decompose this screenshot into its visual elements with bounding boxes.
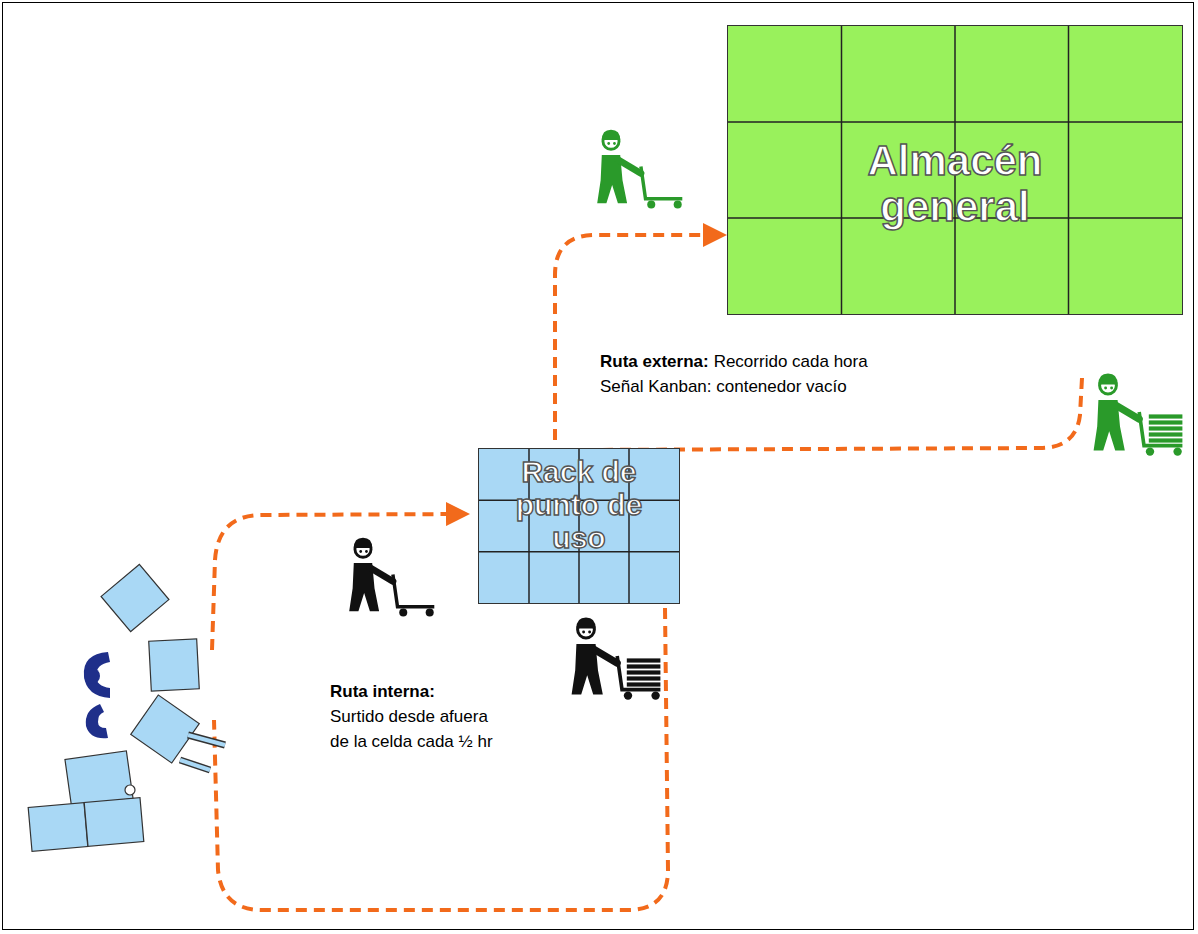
machine-cell — [28, 564, 225, 851]
warehouse-box: Almacén general — [727, 25, 1183, 315]
route-line — [212, 514, 458, 650]
worker-icon — [349, 538, 434, 617]
route-note: Recorrido cada hora — [714, 350, 868, 375]
worker-icon — [572, 618, 661, 700]
node-title: Rack de punto de uso — [504, 449, 654, 554]
worker-icon — [597, 130, 682, 209]
route-connector — [555, 235, 715, 440]
route-note: Ruta interna: — [330, 680, 435, 705]
robot-symbol — [84, 652, 110, 738]
route-note: Surtido desde afuera de la celda cada ½ … — [330, 705, 505, 754]
worker-icon — [1094, 374, 1183, 456]
rack-box: Rack de punto de uso — [478, 448, 680, 604]
node-title: Almacén general — [805, 26, 1105, 230]
route-note: Señal Kanban: contenedor vacío — [600, 375, 847, 400]
route-note: Ruta externa: — [600, 350, 709, 375]
route-line — [214, 608, 668, 910]
